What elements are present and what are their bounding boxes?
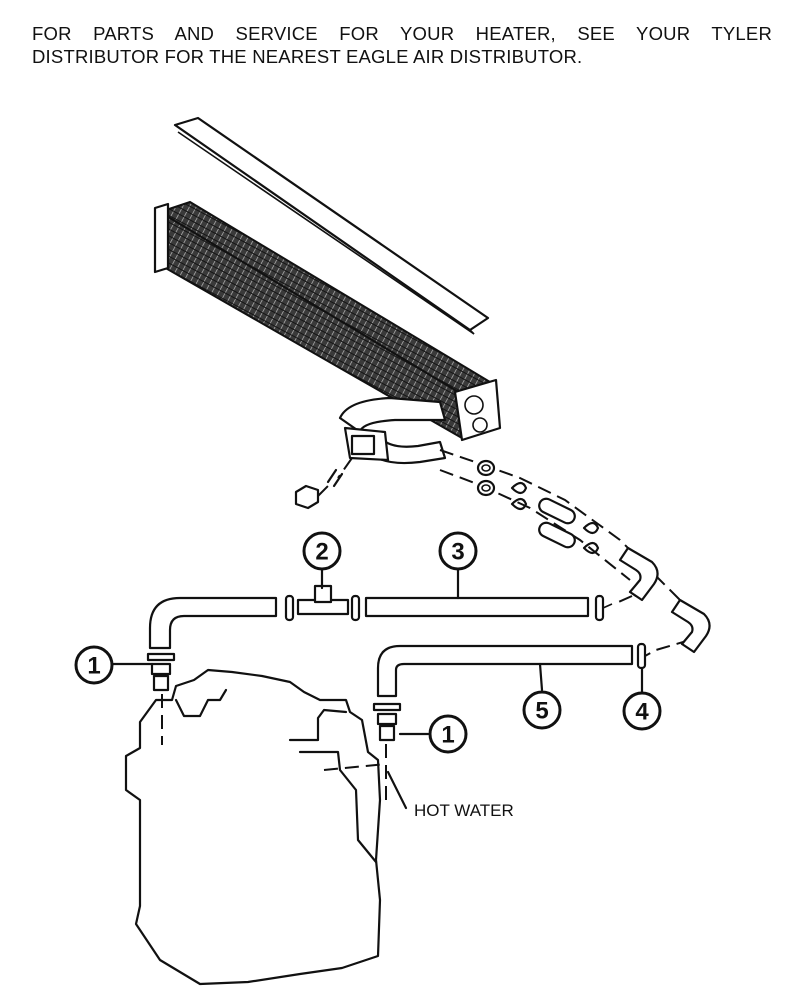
hot-water-text: HOT WATER [414,801,514,820]
svg-text:1: 1 [441,722,454,749]
engine-outline [124,668,387,986]
service-notice: FOR PARTS AND SERVICE FOR YOUR HEATER, S… [32,22,772,68]
hose-clamps-and-fittings [476,459,711,654]
upper-hose-left [148,594,295,650]
callout-1-right: 1 [398,714,468,754]
callout-4: 4 [622,666,662,731]
svg-text:5: 5 [535,698,548,725]
heater-core [153,200,502,442]
svg-text:1: 1 [87,653,100,680]
svg-text:2: 2 [315,539,328,566]
svg-text:4: 4 [635,699,649,726]
svg-text:3: 3 [451,539,464,566]
notice-line-2: DISTRIBUTOR FOR THE NEAREST EAGLE AIR DI… [32,46,583,67]
heater-cover-plate [173,116,490,335]
hot-water-label: HOT WATER [386,770,514,820]
lower-hose [376,642,647,698]
notice-line-1: FOR PARTS AND SERVICE FOR YOUR HEATER, S… [32,23,772,44]
callout-3: 3 [438,531,478,600]
callout-1-left: 1 [74,645,154,685]
callout-5: 5 [522,662,562,730]
straight-hose [364,594,613,622]
tee-fitting [296,584,361,622]
callout-2: 2 [302,531,342,590]
engine-fitting-left [146,652,176,692]
control-valve-assembly [294,396,447,510]
engine-fitting-right [372,702,402,742]
hose-routing-dashes [439,449,691,657]
